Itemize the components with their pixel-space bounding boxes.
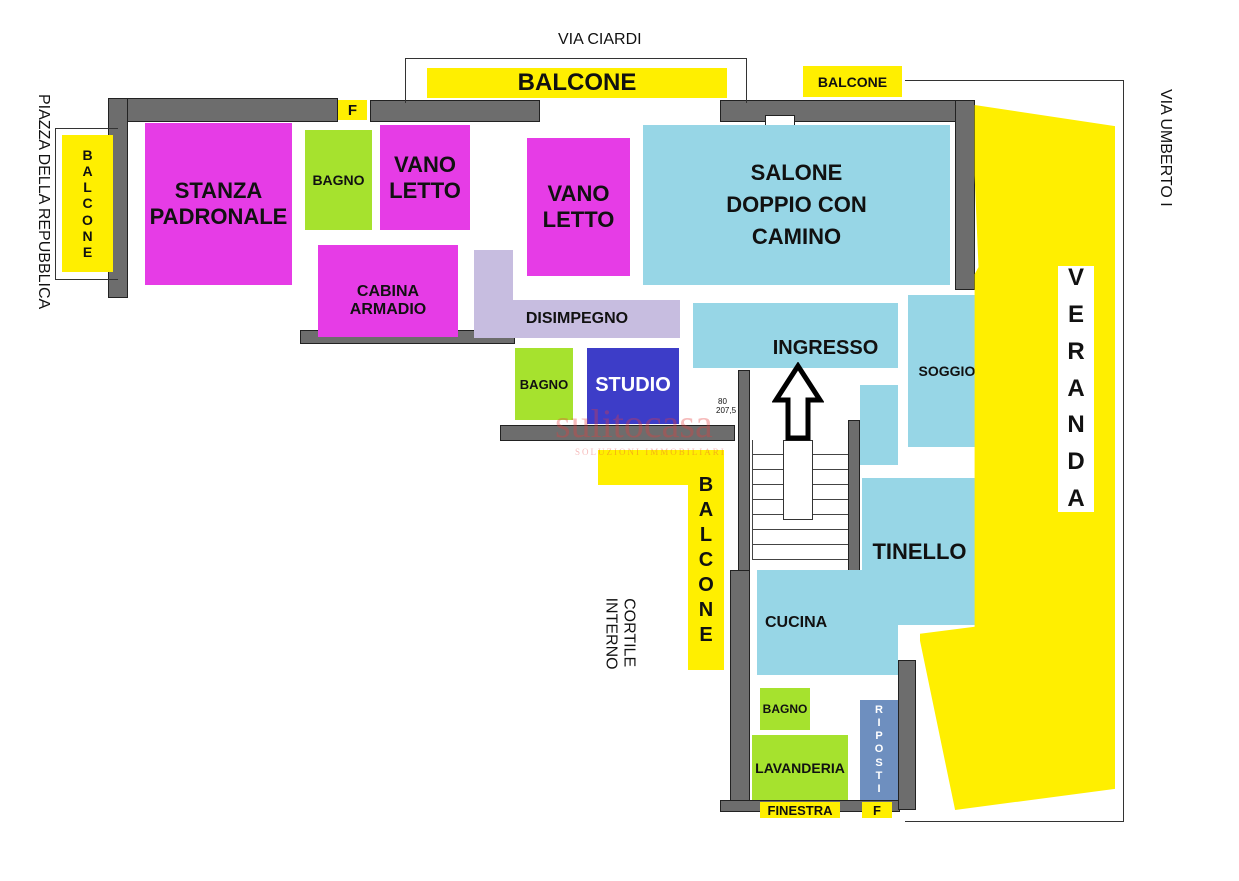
street-via-ciardi: VIA CIARDI [558, 31, 642, 48]
wall [738, 370, 750, 580]
watermark-tagline: SOLUZIONI IMMOBILIARI [575, 447, 726, 457]
room-disimpegno: DISIMPEGNO [474, 300, 680, 338]
room-veranda: VERANDA [1058, 264, 1094, 512]
room-ripostiglio: RIPOSTI [860, 700, 898, 800]
room-bagno: BAGNO [305, 130, 372, 230]
street-via-umberto: VIA UMBERTO I [1157, 89, 1174, 207]
dimension: 80 [718, 397, 727, 406]
room-balcone-bottom: BALCONE [688, 450, 724, 670]
room-vano-letto: VANO LETTO [380, 125, 470, 230]
room-balcone-top: BALCONE [427, 68, 727, 98]
room-ingresso: INGRESSO [693, 303, 898, 368]
wall [108, 98, 338, 122]
room-stanza-padronale: STANZA PADRONALE [145, 123, 292, 285]
stair-well [783, 440, 813, 520]
room-bagno: BAGNO [760, 688, 810, 730]
room-vano-letto: VANO LETTO [527, 138, 630, 276]
entrance-arrow-icon [772, 362, 824, 441]
room-f: F [338, 100, 367, 120]
room-corridor [860, 385, 898, 465]
balcony-outline [55, 128, 118, 280]
street-piazza-repubblica: PIAZZA DELLA REPUBBLICA [35, 94, 52, 310]
wall [730, 570, 750, 810]
wall [955, 100, 975, 290]
room-lavanderia: LAVANDERIA [752, 735, 848, 800]
room-salone: SALONE DOPPIO CON CAMINO [643, 125, 950, 285]
room-f: F [862, 802, 892, 818]
wall [370, 100, 540, 122]
wall [500, 425, 735, 441]
room-finestra: FINESTRA [760, 802, 840, 818]
room-bagno: BAGNO [515, 348, 573, 420]
watermark-logo: sulitocasa [555, 401, 713, 446]
cortile-interno-label: CORTILE INTERNO [603, 597, 638, 670]
dimension: 207,5 [716, 406, 737, 415]
room-balcone-bottom-part [598, 450, 698, 485]
room-cabina-armadio: CABINA ARMADIO [318, 245, 458, 337]
veranda-outline [905, 80, 1124, 822]
balcony-outline [405, 58, 747, 103]
room-balcone-left: BALCONE [62, 135, 113, 272]
room-studio: STUDIO [587, 348, 679, 424]
wall [898, 660, 916, 810]
room-balcone-top-right: BALCONE [803, 66, 902, 97]
room-cucina: CUCINA [757, 570, 898, 675]
